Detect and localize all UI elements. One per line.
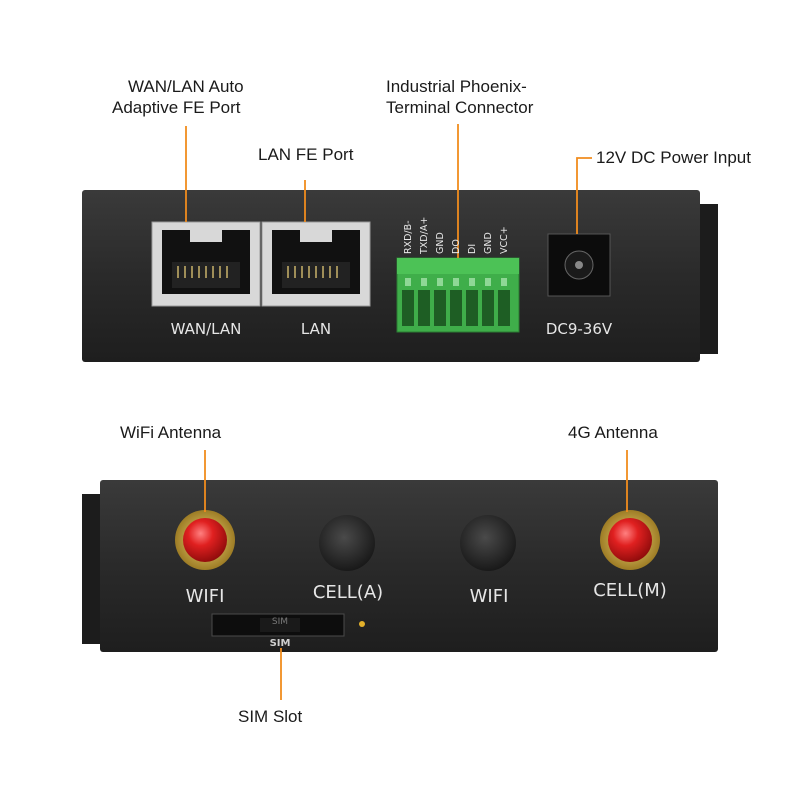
terminal-pin-label: DI <box>467 243 478 254</box>
sim-slot-label: SIM <box>269 638 291 649</box>
wifi-antenna-connector[interactable] <box>175 510 235 570</box>
cell-m-label: CELL(M) <box>593 580 667 601</box>
callout-terminal-connector: Industrial Phoenix- Terminal Connector <box>386 76 533 118</box>
cell-a-port-cap[interactable] <box>319 515 375 571</box>
rear-panel <box>82 480 718 652</box>
cell-a-label: CELL(A) <box>312 582 384 603</box>
terminal-pin-label: RXD/B- <box>403 220 414 254</box>
callout-power-input: 12V DC Power Input <box>596 148 751 167</box>
wifi-right-label: WIFI <box>469 586 509 607</box>
wifi-port-cap[interactable] <box>460 515 516 571</box>
terminal-pin-label: TXD/A+ <box>419 216 430 254</box>
wan-lan-port-label: WAN/LAN <box>170 320 242 338</box>
terminal-pin-label: GND <box>483 232 494 254</box>
lan-rj45-port[interactable] <box>261 221 371 307</box>
terminal-pin-label: VCC+ <box>499 226 510 254</box>
callout-lan-port: LAN FE Port <box>258 145 354 164</box>
wifi-left-label: WIFI <box>185 586 225 607</box>
callout-lte-antenna: 4G Antenna <box>568 423 658 442</box>
phoenix-terminal-block[interactable] <box>396 257 520 333</box>
leader-lines <box>185 124 628 700</box>
front-panel <box>82 190 718 362</box>
power-voltage-label: DC9-36V <box>545 320 613 338</box>
callout-terminal-line1: Industrial Phoenix- <box>386 77 527 96</box>
callout-wan-lan-line2: Adaptive FE Port <box>112 98 241 117</box>
rear-panel-body <box>100 480 718 652</box>
lan-port-label: LAN <box>300 320 332 338</box>
front-side-flange <box>696 204 718 354</box>
lte-antenna-connector[interactable] <box>600 510 660 570</box>
callout-wan-lan-port: WAN/LAN Auto Adaptive FE Port <box>112 76 244 118</box>
terminal-pin-label: GND <box>435 232 446 254</box>
leader-power <box>576 157 592 234</box>
callout-wan-lan-line1: WAN/LAN Auto <box>128 77 244 96</box>
terminal-pin-label: DO <box>451 239 462 254</box>
callout-wifi-antenna: WiFi Antenna <box>120 423 222 442</box>
callout-terminal-line2: Terminal Connector <box>386 98 534 117</box>
callout-sim-slot: SIM Slot <box>238 707 303 726</box>
sim-card-slot[interactable] <box>211 613 365 637</box>
dc-power-jack[interactable] <box>547 233 611 297</box>
sim-tray-text: SIM <box>271 617 289 627</box>
wan-lan-rj45-port[interactable] <box>151 221 261 307</box>
